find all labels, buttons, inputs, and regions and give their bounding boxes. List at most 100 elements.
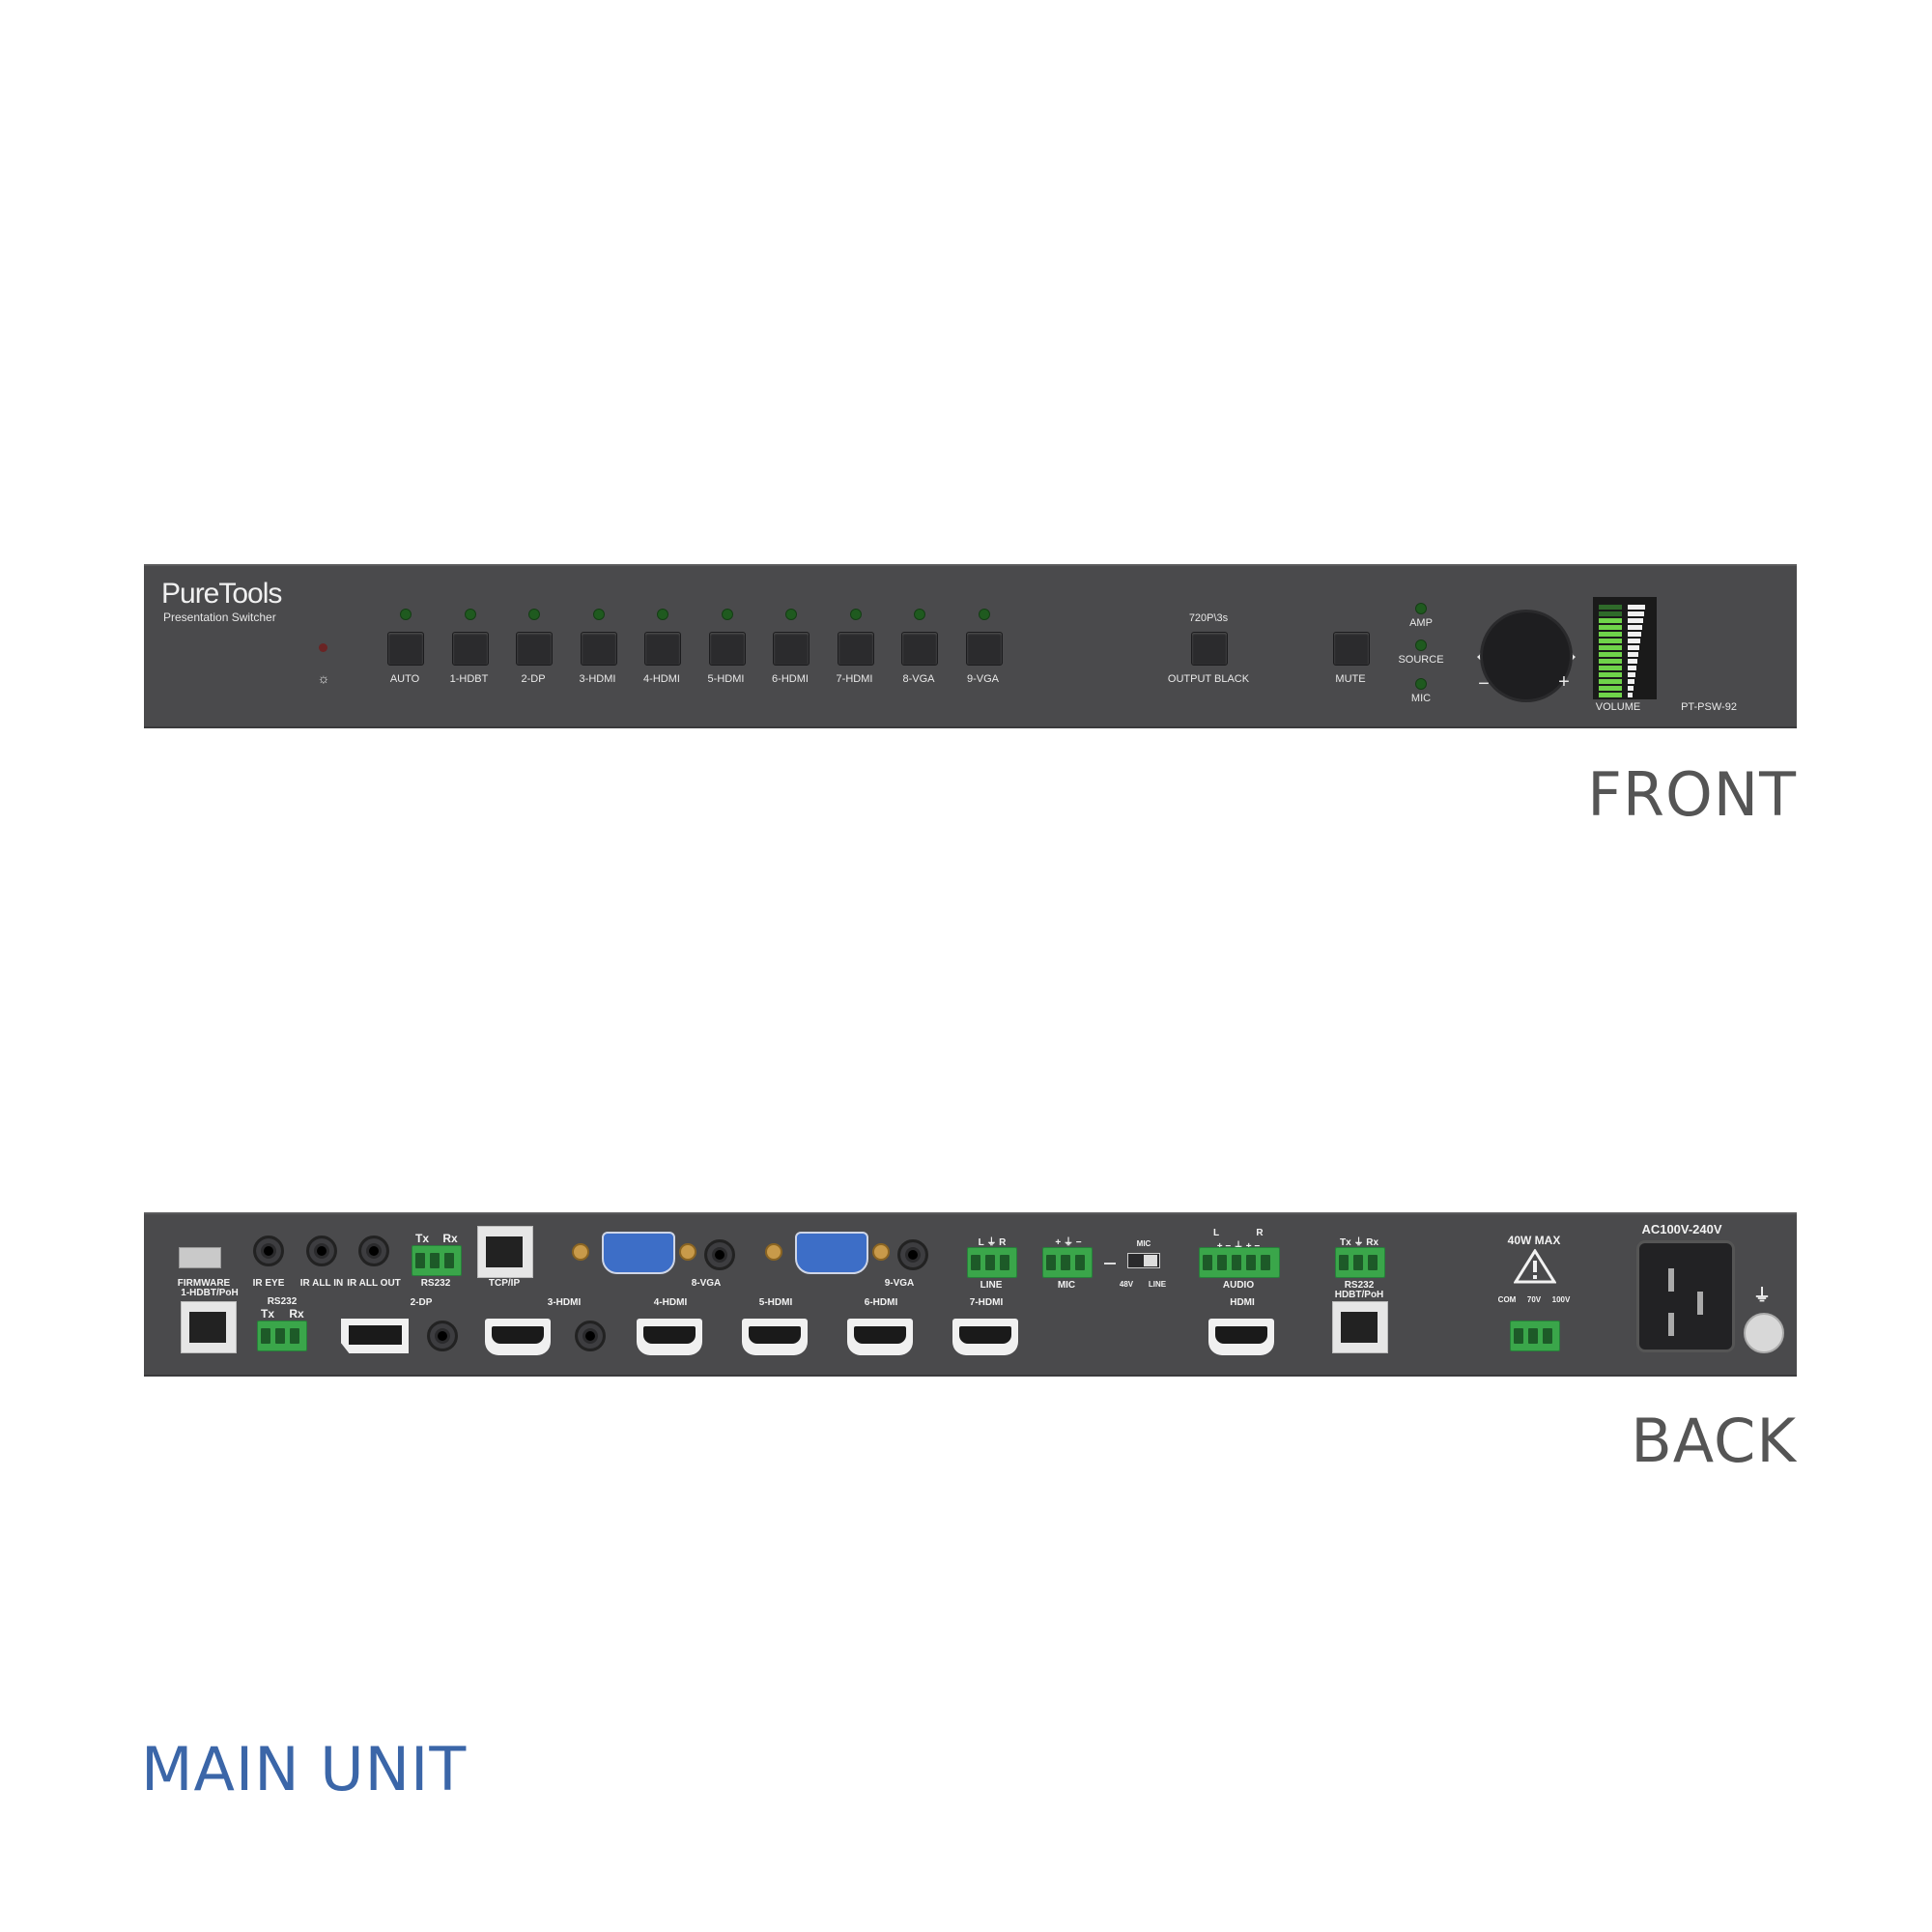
rs232-out-top: Tx ⏚ Rx [1339,1237,1379,1248]
mic-terminal[interactable] [1042,1247,1093,1278]
mic-separator [1104,1263,1116,1264]
rs232-bottom-tx: Tx [260,1307,275,1321]
volume-scale-bar [1628,679,1634,684]
volume-meter-led [1599,618,1622,623]
source-button-3-hdmi[interactable] [580,632,617,666]
volume-scale-bar [1628,672,1635,677]
source-button-5-hdmi[interactable] [708,632,746,666]
volume-minus: − [1478,673,1490,695]
rs232-out-terminal[interactable] [1335,1247,1385,1278]
hdmi3-label: 3-HDMI [547,1297,582,1308]
line-top-label: L ⏚ R [978,1237,1007,1248]
vga8-port[interactable] [602,1232,675,1274]
tcpip-port[interactable] [477,1226,533,1278]
amp-label: AMP [1409,617,1433,629]
rs232-top-terminal[interactable] [412,1245,462,1276]
source-led-10 [978,609,990,620]
hdmi-out-port[interactable] [1208,1319,1274,1355]
vga9-screw-right [872,1243,890,1261]
mute-button[interactable] [1333,632,1370,666]
speaker-terminal[interactable] [1510,1321,1560,1351]
ir-all-out-jack[interactable] [358,1236,389,1266]
volume-scale-bar [1628,652,1638,657]
mic-led [1415,678,1427,690]
volume-scale-bar [1628,632,1641,637]
mic-label: MIC [1057,1280,1076,1291]
volume-meter-led [1599,639,1622,643]
rs232-top-label: RS232 [420,1278,451,1289]
back-panel: FIRMWARE 1-HDBT/PoH IR EYE IR ALL IN IR … [144,1212,1797,1377]
hdmi4-port[interactable] [637,1319,702,1355]
line-terminal[interactable] [967,1247,1017,1278]
hdmi7-port[interactable] [952,1319,1018,1355]
ir-all-in-jack[interactable] [306,1236,337,1266]
volume-meter-led [1599,645,1622,650]
source-button-auto[interactable] [387,632,424,666]
volume-scale-bar [1628,618,1643,623]
mic-label: MIC [1410,693,1432,704]
hdbt-in-label: 1-HDBT/PoH [181,1288,239,1298]
front-caption: FRONT [1587,759,1797,830]
hdmi6-port[interactable] [847,1319,913,1355]
vga9-label: 9-VGA [884,1278,915,1289]
source-button-9-vga[interactable] [965,632,1003,666]
main-unit-caption: MAIN UNIT [141,1734,468,1804]
rs232-top-tx: Tx [414,1232,430,1245]
source-led-3 [528,609,540,620]
source-led-5 [657,609,668,620]
dp-label: 2-DP [410,1297,433,1308]
rs232-bottom-terminal[interactable] [257,1321,307,1351]
audio-top-l: L [1212,1228,1220,1238]
audio-terminal[interactable] [1199,1247,1280,1278]
vga9-port[interactable] [795,1232,868,1274]
source-button-8-vga[interactable] [901,632,938,666]
speaker-max-label: 40W MAX [1507,1234,1561,1247]
source-button-2-dp[interactable] [516,632,553,666]
dp-port[interactable] [341,1319,409,1353]
volume-scale-bar [1628,639,1640,643]
vga8-screw-right [679,1243,696,1261]
power-inlet[interactable] [1639,1243,1732,1350]
mute-label: MUTE [1335,673,1366,685]
source-button-6-hdmi[interactable] [773,632,810,666]
mic-48v-switch[interactable] [1127,1253,1160,1268]
source-button-4-hdmi[interactable] [644,632,681,666]
vga9-audio-jack[interactable] [897,1239,928,1270]
source-led-1 [400,609,412,620]
speaker-100v-label: 100V [1551,1295,1571,1304]
hdmi5-port[interactable] [742,1319,808,1355]
hdmi7-label: 7-HDMI [969,1297,1004,1308]
vga8-audio-jack[interactable] [704,1239,735,1270]
output-black-button[interactable] [1191,632,1228,666]
hdmi5-label: 5-HDMI [758,1297,793,1308]
ground-screw[interactable] [1744,1313,1784,1353]
firmware-usb-port[interactable] [179,1247,221,1268]
hdmi3-port[interactable] [485,1319,551,1355]
vga9-screw-left [765,1243,782,1261]
hdbt-out-label: HDBT/PoH [1334,1290,1384,1300]
source-led [1415,639,1427,651]
volume-scale-bar [1628,605,1645,610]
source-label-8-vga: 8-VGA [902,673,935,685]
hdmi3-audio-jack[interactable] [575,1321,606,1351]
hdbt-in-port[interactable] [181,1301,237,1353]
volume-knob[interactable] [1483,612,1570,699]
rs232-bottom-label: RS232 [267,1296,298,1307]
hdmi6-label: 6-HDMI [864,1297,898,1308]
volume-scale-bar [1628,645,1639,650]
power-inlet-slot-top [1668,1268,1674,1292]
speaker-70v-label: 70V [1526,1295,1542,1304]
source-label-2-dp: 2-DP [521,673,546,685]
hdbt-out-port[interactable] [1332,1301,1388,1353]
rs232-out-label: RS232 [1344,1280,1375,1291]
dp-audio-jack[interactable] [427,1321,458,1351]
ir-eye-jack[interactable] [253,1236,284,1266]
source-label-7-hdmi: 7-HDMI [836,673,873,685]
volume-meter-led [1599,625,1622,630]
source-button-1-hdbt[interactable] [451,632,489,666]
mic-switch-top: MIC [1136,1239,1151,1248]
source-button-7-hdmi[interactable] [837,632,874,666]
mic-switch-48v: 48V [1119,1280,1134,1289]
ground-icon: ⏚ [1753,1286,1771,1305]
